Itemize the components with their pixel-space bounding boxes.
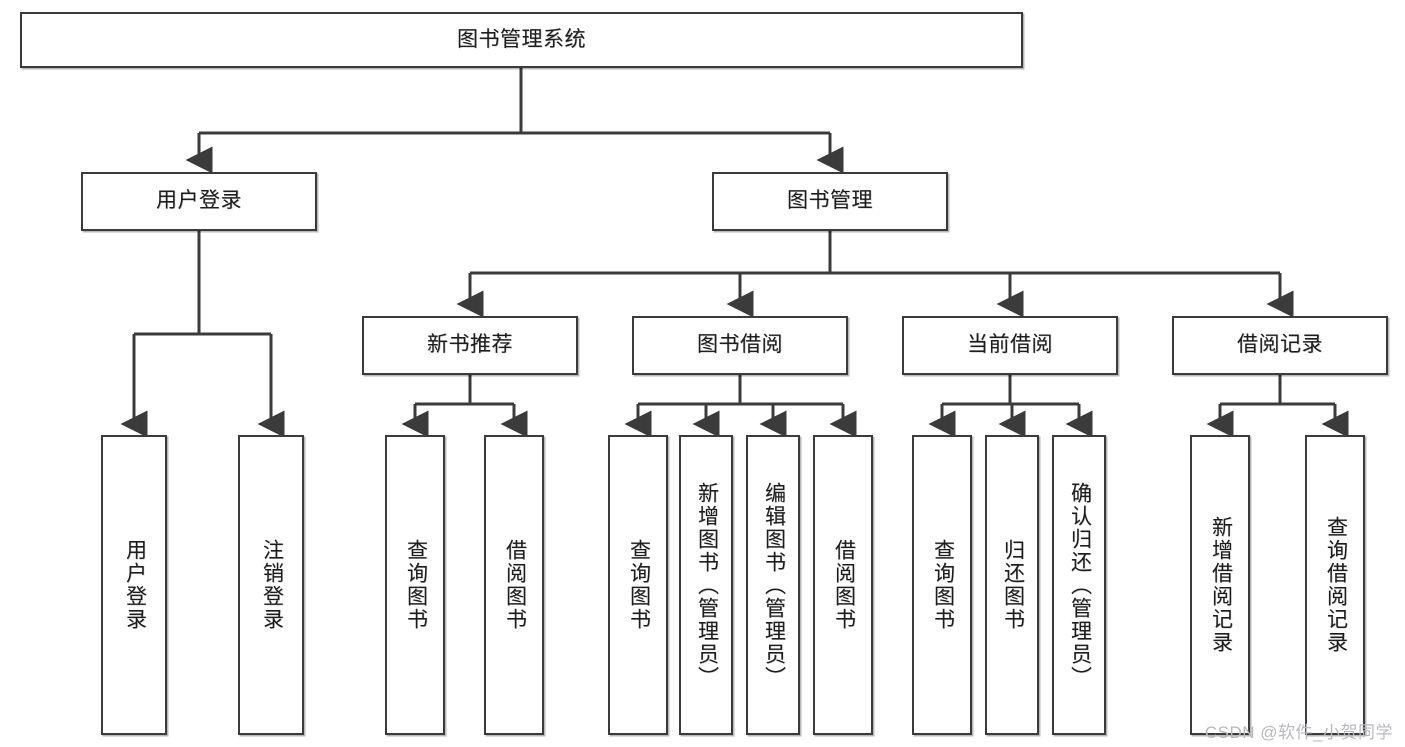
node-label: 编辑图书（管理员） <box>762 481 786 689</box>
node-label: 查询借阅记录 <box>1324 516 1348 654</box>
node-label: 查询图书 <box>404 539 428 631</box>
node-label: 确认归还（管理员） <box>1068 481 1092 689</box>
node-label: 借阅记录 <box>1237 333 1323 357</box>
node-label: 查询图书 <box>627 539 651 631</box>
node-label: 用户登录 <box>123 539 147 631</box>
node-label: 归还图书 <box>1001 539 1025 631</box>
node-label: 新增图书（管理员） <box>695 481 719 689</box>
leaf-node-query-book-recommendation[interactable]: 查询图书 <box>385 435 445 735</box>
node-label: 当前借阅 <box>967 333 1053 357</box>
node-label: 用户登录 <box>156 189 242 213</box>
node-label: 借阅图书 <box>503 539 527 631</box>
watermark: CSDN @软件_小贺同学 <box>1204 723 1393 742</box>
node-user-login[interactable]: 用户登录 <box>81 172 317 231</box>
node-label: 新增借阅记录 <box>1209 516 1233 654</box>
leaf-node-confirm-return-admin[interactable]: 确认归还（管理员） <box>1052 435 1106 735</box>
node-current-borrowing[interactable]: 当前借阅 <box>902 316 1118 375</box>
leaf-node-edit-book-admin[interactable]: 编辑图书（管理员） <box>746 435 800 735</box>
node-book-borrowing[interactable]: 图书借阅 <box>632 316 848 375</box>
leaf-node-borrow-book-recommendation[interactable]: 借阅图书 <box>484 435 544 735</box>
node-label: 图书管理系统 <box>457 27 586 51</box>
node-label: 借阅图书 <box>832 539 856 631</box>
node-root-system[interactable]: 图书管理系统 <box>20 12 1023 68</box>
node-label: 查询图书 <box>931 539 955 631</box>
leaf-node-add-book-admin[interactable]: 新增图书（管理员） <box>679 435 733 735</box>
node-new-book-recommendation[interactable]: 新书推荐 <box>362 316 578 375</box>
node-label: 图书借阅 <box>697 333 783 357</box>
node-book-management[interactable]: 图书管理 <box>712 172 948 231</box>
leaf-node-borrow-book-borrowing[interactable]: 借阅图书 <box>813 435 873 735</box>
leaf-node-user-logout[interactable]: 注销登录 <box>238 435 304 735</box>
node-label: 注销登录 <box>260 539 284 631</box>
leaf-node-query-book-current[interactable]: 查询图书 <box>912 435 972 735</box>
leaf-node-query-book-borrowing[interactable]: 查询图书 <box>608 435 668 735</box>
leaf-node-return-book[interactable]: 归还图书 <box>985 435 1039 735</box>
leaf-node-add-borrowing-record[interactable]: 新增借阅记录 <box>1190 435 1250 735</box>
node-borrowing-record[interactable]: 借阅记录 <box>1172 316 1388 375</box>
node-label: 图书管理 <box>787 189 873 213</box>
node-label: 新书推荐 <box>427 333 513 357</box>
leaf-node-user-login[interactable]: 用户登录 <box>101 435 167 735</box>
leaf-node-query-borrowing-record[interactable]: 查询借阅记录 <box>1305 435 1365 735</box>
